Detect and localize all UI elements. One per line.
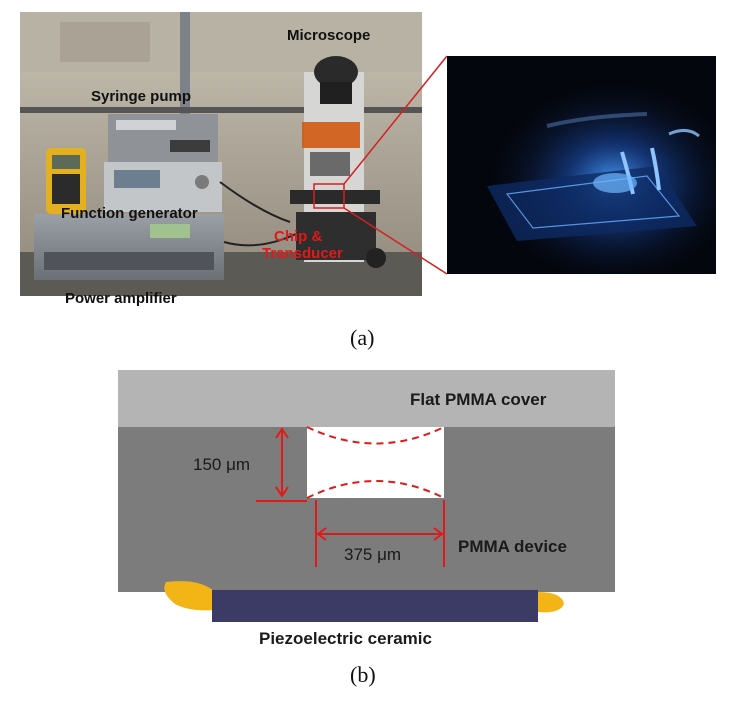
pmma-cover — [118, 370, 615, 427]
label-microscope: Microscope — [287, 27, 371, 44]
pressure-node-pattern — [306, 426, 445, 499]
callout-lines — [343, 55, 448, 275]
glue-left — [164, 581, 215, 611]
zoom-region-box — [313, 183, 345, 209]
label-syringe-pump: Syringe pump — [91, 88, 192, 105]
label-chip-transducer-line1: Chip & — [274, 228, 323, 245]
piezo-ceramic — [212, 590, 538, 622]
label-chip-transducer-line2: Transducer — [262, 245, 343, 262]
device-cross-section — [118, 370, 615, 622]
label-height: 150 μm — [193, 455, 251, 474]
label-width: 375 μm — [344, 545, 402, 564]
label-function-generator: Function generator — [61, 205, 198, 222]
caption-a: (a) — [350, 325, 375, 350]
label-cover: Flat PMMA cover — [410, 390, 547, 409]
label-power-amplifier: Power amplifier — [65, 290, 177, 307]
label-chip-transducer: Chip & Transducer — [262, 228, 343, 262]
lab-setup-photo — [20, 12, 422, 296]
caption-b: (b) — [350, 662, 376, 687]
chip-closeup-photo — [447, 56, 716, 274]
microchannel — [307, 427, 444, 498]
label-device: PMMA device — [458, 537, 567, 556]
glue-right — [538, 592, 564, 613]
label-piezo: Piezoelectric ceramic — [259, 629, 432, 648]
